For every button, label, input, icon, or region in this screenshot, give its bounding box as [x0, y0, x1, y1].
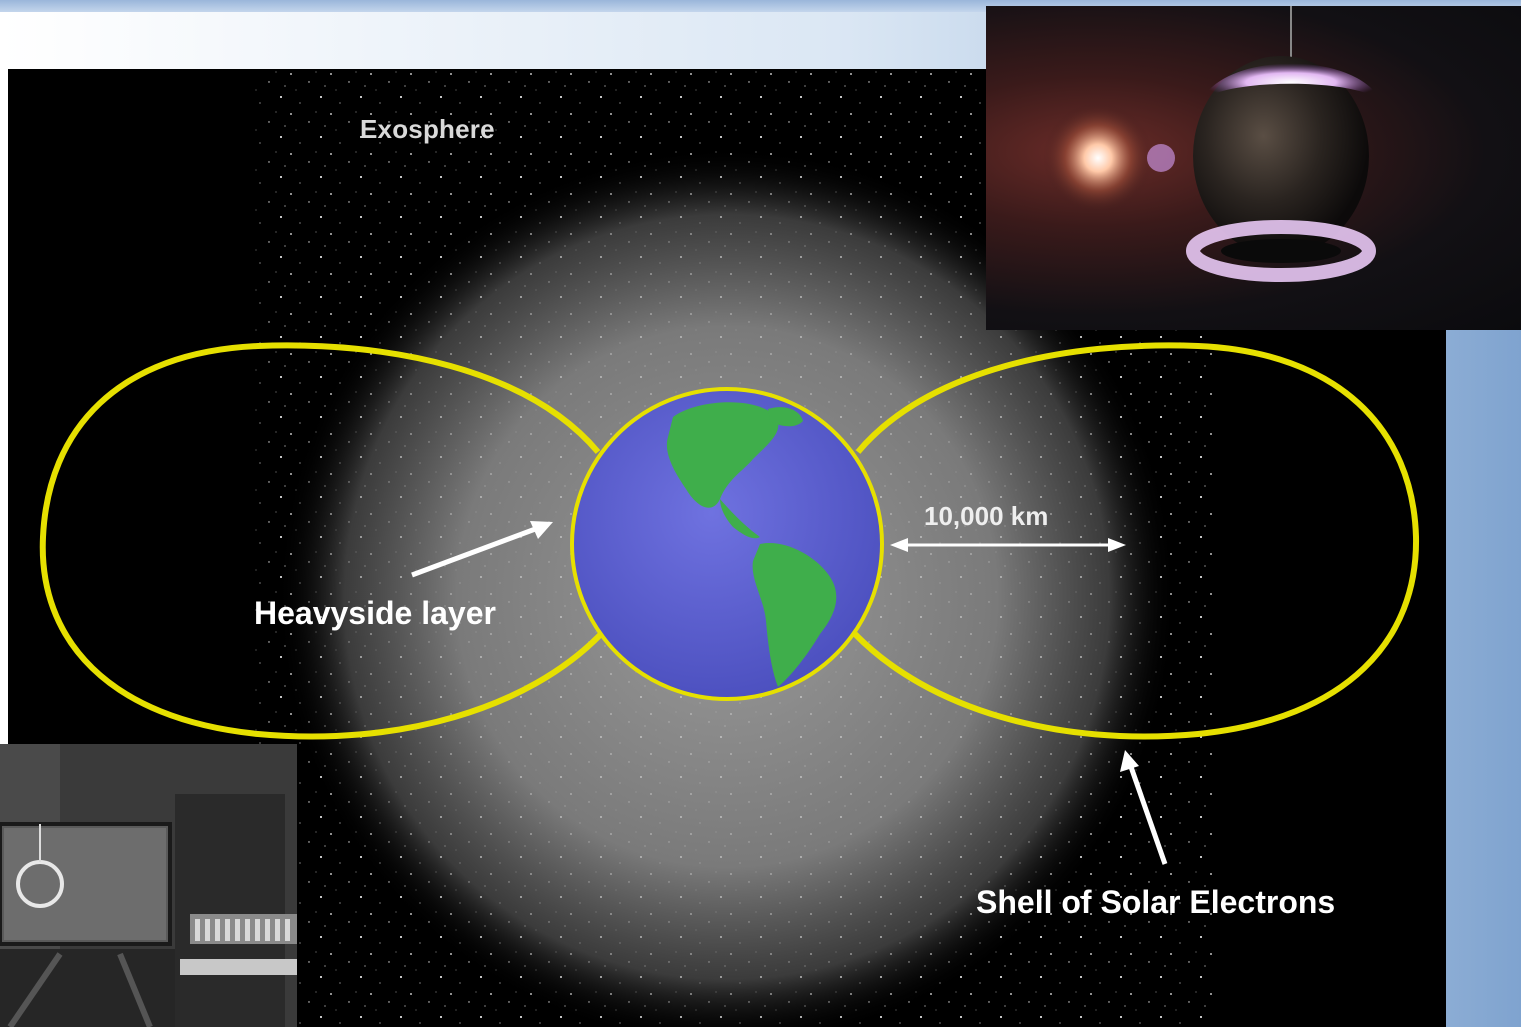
- electron-shell-right-loop: [852, 342, 1420, 740]
- shell-arrow: [1120, 750, 1168, 865]
- distance-label: 10,000 km: [924, 501, 1049, 531]
- distance-arrow: [890, 538, 1126, 552]
- earth-icon: [570, 387, 884, 701]
- exosphere-label: Exosphere: [360, 114, 495, 144]
- exosphere-diagram: Exosphere 10,000 km Heavyside layer Shel…: [8, 69, 1446, 1027]
- electron-shell-left-loop: [39, 342, 604, 740]
- plasma-sphere-photo: [986, 6, 1521, 330]
- diagram-canvas: [39, 69, 1420, 1027]
- laboratory-apparatus-photo: [0, 744, 297, 1027]
- solar-electron-shell-label: Shell of Solar Electrons: [976, 884, 1336, 920]
- heavyside-layer-label: Heavyside layer: [254, 595, 496, 631]
- heavyside-arrow: [411, 521, 553, 578]
